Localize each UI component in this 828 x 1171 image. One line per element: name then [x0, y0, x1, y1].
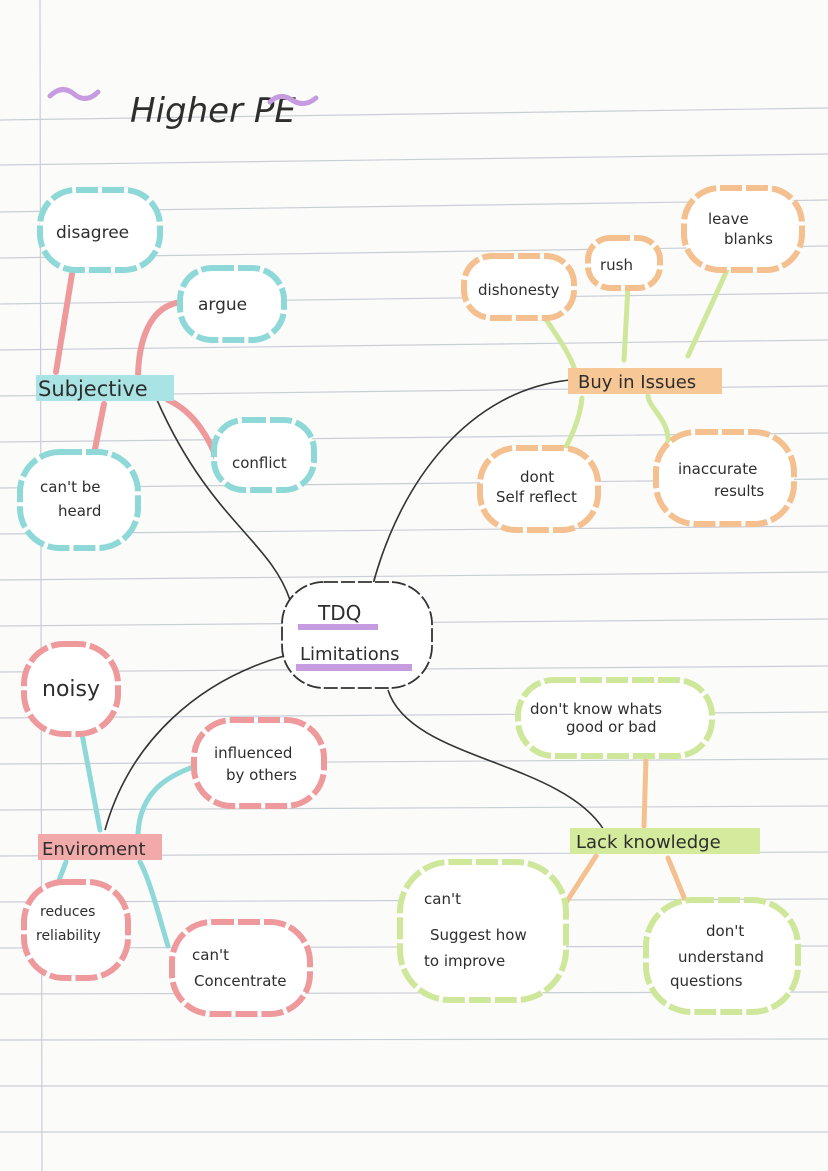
connector-cant-concentrate [137, 859, 171, 949]
cloud-argue: argue [177, 265, 287, 343]
cloud-noisy: noisy [21, 641, 121, 737]
connector-dishonesty [542, 315, 578, 373]
label-good-bad-1: don't know whats [530, 700, 662, 718]
label-suggest-3: to improve [424, 952, 505, 970]
cloud-cant-concentrate: can't Concentrate [169, 919, 313, 1017]
branch-buy-in: Buy in Issues [568, 368, 722, 394]
label-knowledge: Lack knowledge [576, 832, 721, 853]
label-conflict: conflict [232, 454, 287, 472]
label-good-bad-2: good or bad [566, 718, 657, 736]
label-influenced-2: by others [226, 766, 297, 784]
label-leave-blanks-2: blanks [724, 230, 773, 248]
label-dishonesty: dishonesty [478, 281, 560, 299]
branch-environment: Enviroment [38, 834, 162, 860]
cloud-suggest-improve: can't Suggest how to improve [397, 859, 569, 1003]
cloud-dont-self-reflect: dont Self reflect [477, 445, 601, 533]
connector-noisy [79, 731, 103, 833]
cloud-understand-questions: don't understand questions [643, 897, 801, 1015]
label-cant-be-heard-1: can't be [40, 478, 100, 496]
label-dont-self-reflect-1: dont [520, 468, 554, 486]
label-inaccurate-2: results [714, 482, 764, 500]
cloud-influenced: influenced by others [191, 717, 327, 809]
label-noisy: noisy [42, 677, 100, 702]
cloud-leave-blanks: leave blanks [681, 185, 805, 273]
label-rush: rush [600, 256, 633, 274]
label-leave-blanks-1: leave [708, 210, 749, 228]
connector-inaccurate [645, 393, 671, 447]
label-inaccurate-1: inaccurate [678, 460, 757, 478]
center-label-1: TDQ [317, 601, 361, 625]
margin-line [39, 0, 43, 1171]
label-disagree: disagree [56, 223, 129, 243]
connector-center-subjective [156, 399, 291, 601]
connector-good-bad [641, 755, 649, 829]
cloud-cant-be-heard: can't be heard [17, 449, 141, 551]
label-cant-concentrate-2: Concentrate [194, 972, 287, 990]
label-cant-concentrate-1: can't [192, 946, 229, 964]
cloud-disagree: disagree [37, 187, 163, 273]
page-title: Higher PE [130, 91, 296, 131]
connector-leave-blanks [685, 265, 731, 359]
title-squiggle-right [267, 94, 319, 106]
cloud-rush: rush [585, 235, 663, 291]
label-cant-be-heard-2: heard [58, 502, 101, 520]
cloud-dishonesty: dishonesty [461, 253, 577, 321]
cloud-inaccurate-results: inaccurate results [653, 429, 797, 527]
label-understand-1: don't [706, 922, 744, 940]
cloud-good-bad: don't know whats good or bad [515, 677, 715, 759]
center-cloud: TDQ Limitations [281, 581, 433, 689]
connector-center-environment [104, 655, 285, 831]
label-understand-3: questions [670, 972, 743, 990]
connector-rush [621, 283, 631, 363]
label-suggest-2: Suggest how [430, 926, 527, 944]
label-argue: argue [198, 295, 247, 315]
label-environment: Enviroment [42, 839, 146, 860]
label-reduces-2: reliability [36, 928, 101, 944]
label-influenced-1: influenced [214, 744, 292, 762]
branch-subjective: Subjective [36, 375, 174, 401]
connector-influenced [135, 763, 199, 837]
label-suggest-1: can't [424, 890, 461, 908]
connector-argue [135, 299, 185, 383]
cloud-conflict: conflict [211, 417, 317, 493]
connector-center-knowledge [387, 689, 605, 831]
label-dont-self-reflect-2: Self reflect [496, 488, 577, 506]
label-reduces-1: reduces [40, 904, 95, 920]
connector-disagree [53, 271, 75, 375]
branch-knowledge: Lack knowledge [570, 828, 760, 854]
label-buy-in: Buy in Issues [578, 372, 696, 393]
label-subjective: Subjective [38, 377, 148, 401]
connector-conflict [165, 397, 221, 465]
cloud-reduces-reliability: reduces reliability [21, 879, 131, 981]
label-understand-2: understand [678, 948, 764, 966]
connector-cant-be-heard [91, 401, 107, 457]
title-squiggle-left [47, 87, 101, 101]
connector-center-buyin [371, 379, 571, 589]
center-label-2: Limitations [300, 644, 400, 665]
